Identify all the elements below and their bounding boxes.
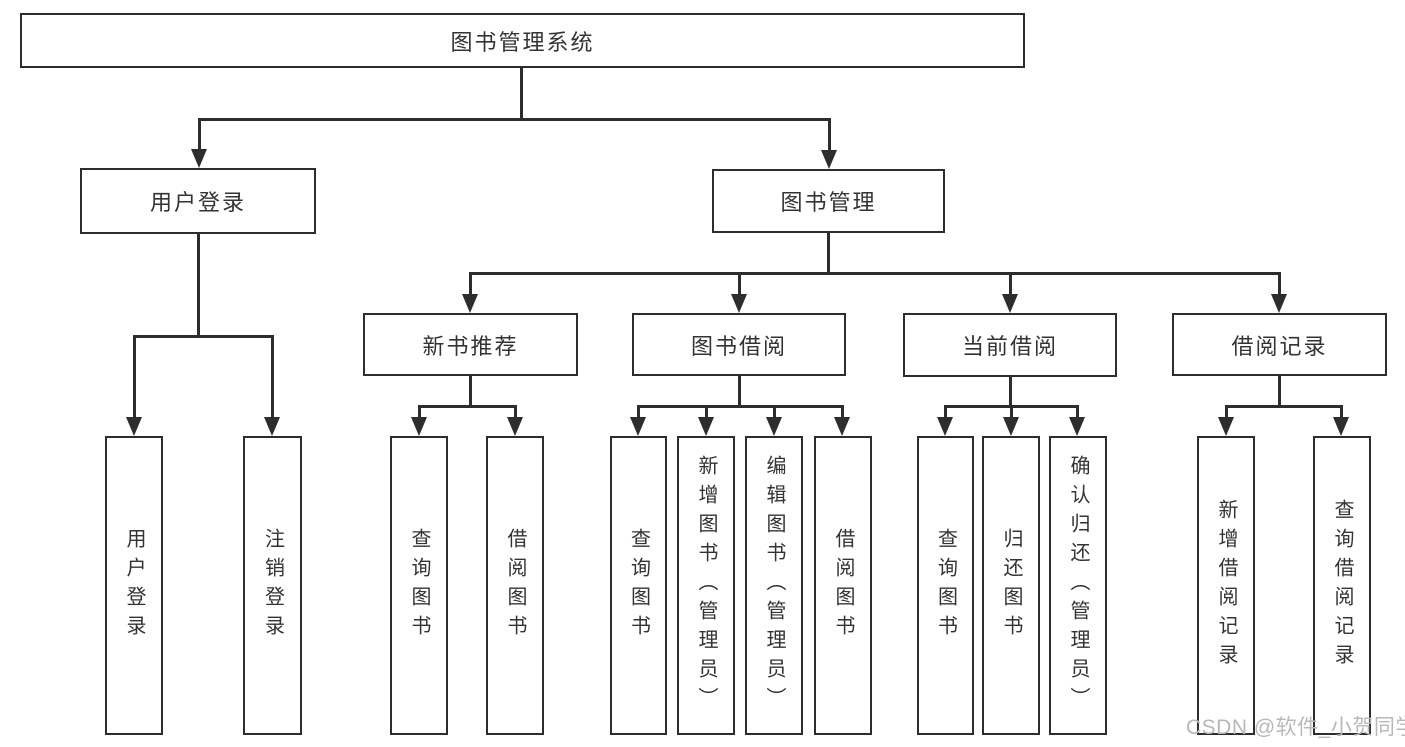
connector-line — [469, 272, 472, 298]
leaf-logout: 注销登录 — [243, 436, 302, 735]
leaf-return-book: 归还图书 — [982, 436, 1040, 735]
connector-line — [738, 376, 741, 407]
connector-line — [198, 118, 831, 121]
arrow-down-icon — [264, 417, 280, 436]
connector-line — [1225, 405, 1342, 408]
connector-line — [1076, 405, 1079, 420]
arrow-down-icon — [731, 294, 747, 313]
connector-line — [944, 405, 947, 420]
arrow-down-icon — [411, 417, 427, 436]
leaf-query-borrow-record: 查询借阅记录 — [1313, 436, 1371, 735]
leaf-query-books-2: 查询图书 — [610, 436, 667, 735]
connector-line — [418, 405, 421, 420]
connector-line — [197, 234, 200, 335]
connector-line — [705, 405, 708, 420]
connector-line — [738, 272, 741, 298]
connector-line — [520, 68, 523, 118]
connector-line — [198, 118, 201, 152]
connector-line — [637, 405, 843, 408]
leaf-edit-book-admin: 编辑图书（管理员） — [745, 436, 803, 735]
node-user-login: 用户登录 — [80, 168, 316, 234]
connector-line — [133, 335, 136, 419]
connector-line — [773, 405, 776, 420]
connector-line — [1009, 377, 1012, 407]
connector-line — [418, 405, 516, 408]
leaf-borrow-books-2: 借阅图书 — [814, 436, 872, 735]
node-book-management: 图书管理 — [712, 169, 945, 233]
arrow-down-icon — [937, 417, 953, 436]
arrow-down-icon — [1069, 417, 1085, 436]
arrow-down-icon — [630, 417, 646, 436]
arrow-down-icon — [191, 149, 207, 168]
arrow-down-icon — [462, 294, 478, 313]
connector-line — [828, 118, 831, 156]
connector-line — [1225, 405, 1228, 420]
arrow-down-icon — [834, 417, 850, 436]
connector-line — [1009, 272, 1012, 298]
leaf-confirm-return-admin: 确认归还（管理员） — [1049, 436, 1107, 735]
arrow-down-icon — [1002, 294, 1018, 313]
arrow-down-icon — [1003, 417, 1019, 436]
connector-line — [637, 405, 640, 420]
connector-line — [514, 405, 517, 420]
arrow-down-icon — [1271, 294, 1287, 313]
arrow-down-icon — [821, 150, 837, 169]
node-root: 图书管理系统 — [20, 13, 1025, 68]
connector-line — [469, 272, 1281, 275]
arrow-down-icon — [126, 417, 142, 436]
watermark: CSDN @软件_小贺同学 — [1186, 716, 1405, 739]
leaf-query-books-1: 查询图书 — [390, 436, 448, 735]
arrow-down-icon — [507, 417, 523, 436]
leaf-add-borrow-record: 新增借阅记录 — [1197, 436, 1255, 735]
leaf-borrow-books-1: 借阅图书 — [486, 436, 544, 735]
leaf-add-book-admin: 新增图书（管理员） — [677, 436, 735, 735]
connector-line — [1010, 405, 1013, 420]
node-book-borrow: 图书借阅 — [632, 313, 846, 376]
node-new-book-recommend: 新书推荐 — [363, 313, 578, 376]
connector-line — [271, 335, 274, 419]
connector-line — [133, 335, 273, 338]
leaf-query-books-3: 查询图书 — [917, 436, 974, 735]
arrow-down-icon — [698, 417, 714, 436]
connector-line — [841, 405, 844, 420]
arrow-down-icon — [1218, 417, 1234, 436]
connector-line — [1278, 376, 1281, 407]
arrow-down-icon — [766, 417, 782, 436]
node-borrow-records: 借阅记录 — [1172, 313, 1387, 376]
connector-line — [827, 233, 830, 274]
node-current-borrow: 当前借阅 — [903, 313, 1117, 377]
arrow-down-icon — [1333, 417, 1349, 436]
connector-line — [1278, 272, 1281, 298]
leaf-user-login: 用户登录 — [105, 436, 163, 735]
connector-line — [469, 376, 472, 407]
connector-line — [1340, 405, 1343, 420]
